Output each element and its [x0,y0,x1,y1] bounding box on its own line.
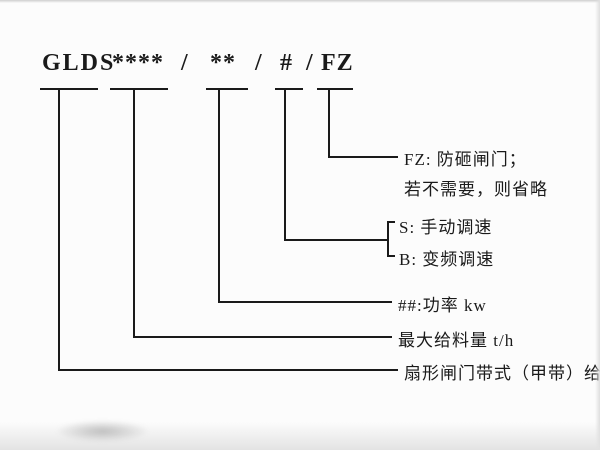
code-suffix: FZ [321,50,354,76]
connector-horizontal-speed [284,239,388,241]
code-power-placeholder: ** [210,50,236,76]
scan-artifact-top-edge [0,0,600,3]
speed-options-bracket-top [387,221,395,223]
connector-horizontal-capacity [133,336,392,338]
label-power: ##:功率 kw [398,296,487,315]
connector-horizontal-power [218,301,392,303]
label-speed-manual: S: 手动调速 [399,218,493,237]
code-prefix: GLDS [42,50,116,76]
connector-vertical-machine [58,88,60,371]
connector-vertical-power [218,88,220,303]
underline-speed [275,88,303,90]
label-machine-type: 扇形闸门带式（甲带）给料机 [404,364,600,383]
scan-artifact-bottom-edge [0,422,600,450]
connector-horizontal-machine [58,369,398,371]
label-fz-optional: 若不需要，则省略 [404,180,548,199]
speed-options-bracket-bottom [387,255,395,257]
connector-horizontal-fz [328,156,398,158]
label-speed-vfd: B: 变频调速 [399,250,495,269]
scan-artifact-right-edge [595,0,600,450]
code-capacity-placeholder: **** [112,50,164,76]
code-speed-placeholder: # [280,50,292,76]
code-separator-2: / [255,50,262,76]
underline-capacity [110,88,168,90]
code-separator-1: / [181,50,188,76]
speed-options-bracket-vertical [387,221,389,257]
connector-vertical-speed [284,88,286,241]
underline-suffix [317,88,353,90]
underline-prefix [40,88,98,90]
code-separator-3: / [306,50,313,76]
scan-artifact-smudge [55,420,150,442]
connector-vertical-fz [328,88,330,158]
label-fz-gate: FZ: 防砸闸门； [404,150,527,169]
connector-vertical-capacity [133,88,135,338]
label-capacity: 最大给料量 t/h [398,331,515,350]
underline-power [206,88,248,90]
